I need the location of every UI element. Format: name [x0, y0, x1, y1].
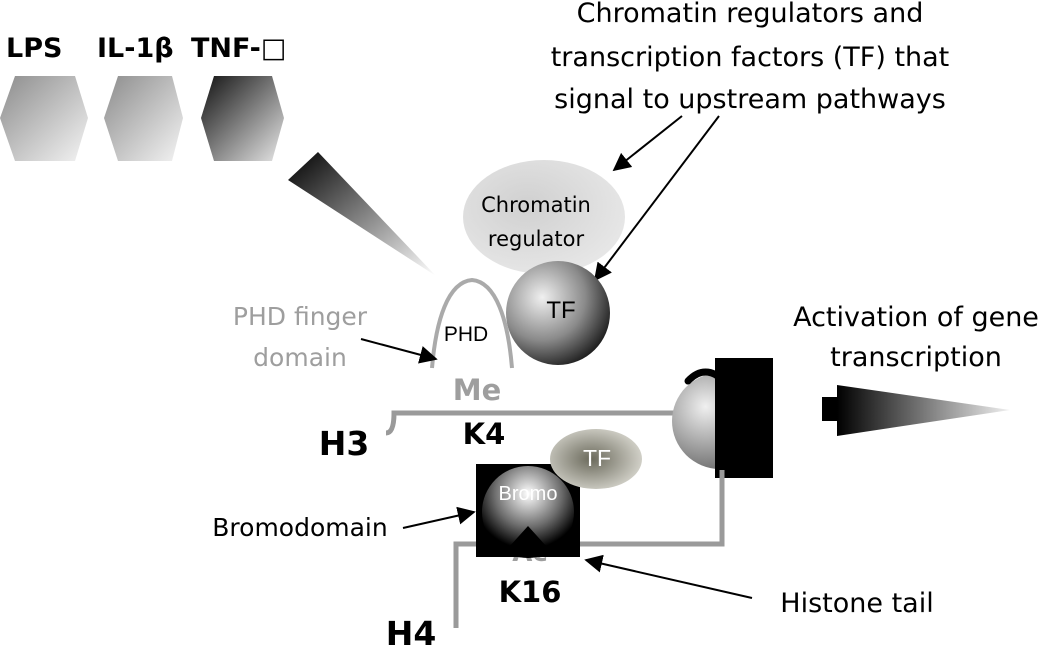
stimulus-tnf-shape	[201, 76, 284, 161]
h4-tail-line	[453, 470, 725, 628]
activation-arrow	[837, 385, 1010, 436]
stimulus-il1b-shape	[104, 76, 183, 161]
activation-label-line1: Activation of gene	[793, 302, 1039, 333]
tf-upper-label: TF	[546, 297, 575, 324]
chromatin-regulator-label-line1: Chromatin	[481, 193, 591, 217]
h3-tail-line	[385, 410, 680, 436]
remodeler-hook	[684, 368, 732, 392]
chromatin-regulator-shape	[463, 160, 625, 274]
arrow-to-phd	[360, 338, 438, 364]
chromatin-regulator-label-line2: regulator	[488, 227, 585, 251]
phd-label: PHD	[444, 323, 488, 346]
bromodomain-label: Bromodomain	[212, 513, 387, 542]
phd-finger-domain-line2: domain	[253, 343, 347, 372]
bromo-inner	[482, 466, 574, 558]
annotation-chromatin-tf-line2: transcription factors (TF) that	[551, 42, 950, 73]
h3-me-mark: Me	[453, 373, 502, 407]
stimulus-il1b-label: IL-1β	[97, 33, 174, 64]
tf-lower-label: TF	[583, 445, 611, 471]
activation-arrow-stub	[822, 397, 839, 421]
h3-label: H3	[319, 424, 370, 463]
arrow-to-tf-upper	[593, 115, 720, 282]
stimulus-tnf-label: TNF-□	[191, 33, 286, 64]
bromo-notch	[500, 526, 556, 557]
h3-k4-label: K4	[463, 417, 506, 451]
annotation-chromatin-tf-line1: Chromatin regulators and	[577, 0, 924, 29]
h4-label: H4	[386, 614, 437, 651]
phd-finger-domain-line1: PHD finger	[233, 302, 368, 331]
h4-k16-label: K16	[499, 575, 562, 609]
activation-label-line2: transcription	[830, 342, 1002, 373]
remodeler-block	[715, 358, 773, 478]
tf-upper-shape	[506, 261, 610, 365]
stimulus-lps-shape	[0, 76, 88, 161]
arrow-to-histone-tail	[584, 554, 753, 599]
bromo-label: Bromo	[499, 483, 558, 505]
arrow-to-bromodomain	[402, 506, 476, 529]
tf-lower-shape	[550, 429, 642, 489]
histone-tail-label: Histone tail	[780, 588, 933, 619]
stimulus-lps-label: LPS	[6, 33, 62, 64]
arrow-to-chromatin-regulator	[612, 115, 683, 172]
phd-arch	[430, 277, 514, 369]
annotation-chromatin-tf-line3: signal to upstream pathways	[554, 84, 946, 115]
signal-wedge	[288, 152, 436, 276]
